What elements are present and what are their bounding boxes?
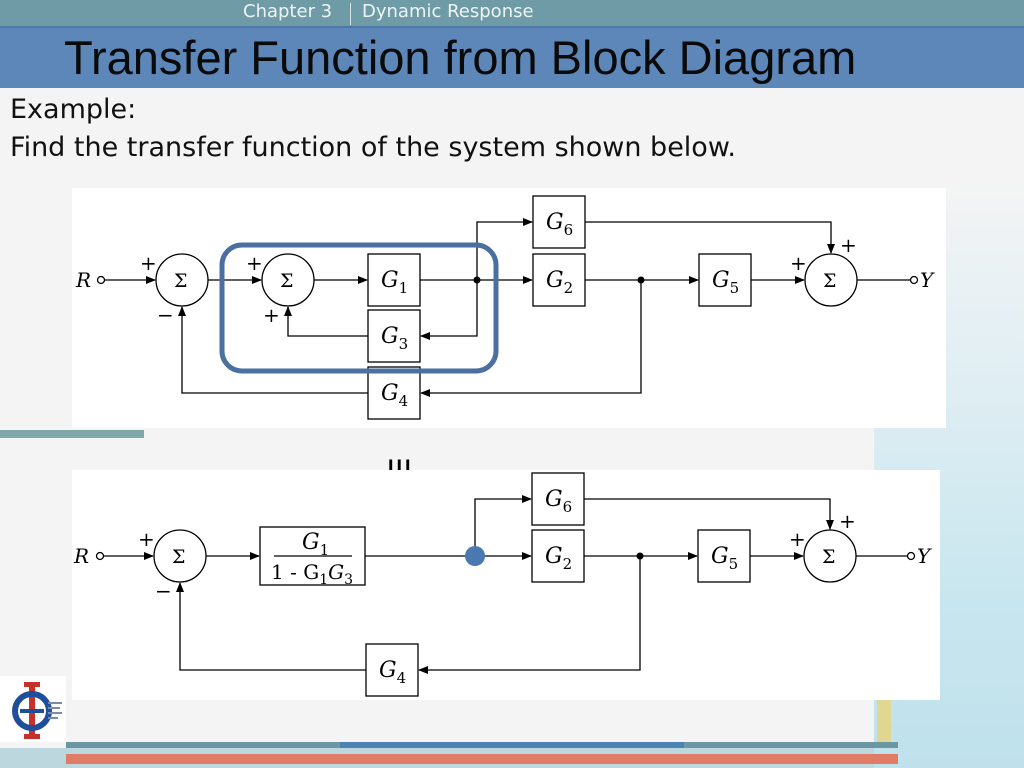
plus-sign: + [140,251,157,275]
problem-statement: Find the transfer function of the system… [10,132,737,163]
logo-emblem-icon [0,676,66,742]
reduced-numerator: G1 [302,530,329,559]
plus-sign: + [840,233,857,257]
slide-title: Transfer Function from Block Diagram [64,31,857,84]
decorative-accent [877,700,891,745]
footer-bar-accent [340,742,684,748]
block-g6-label: G6 [545,487,572,516]
highlight-box [219,242,499,374]
input-r-label: R [75,268,91,292]
original-block-diagram: R Y Σ Σ Σ + − + + + + G1 G2 G3 G4 G5 G6 [72,188,946,428]
header-separator [350,3,351,25]
pickoff-node-highlight [465,546,485,566]
plus-sign: + [138,527,155,551]
block-g5-label: G5 [711,544,738,573]
block-g2-label: G2 [545,544,572,573]
reduced-block-diagram: R Y Σ Σ + − + + G1 1 - G1G3 G2 G4 G5 G6 [72,470,940,700]
sum-junction-3: Σ [822,546,835,568]
output-y-label: Y [920,268,935,292]
sum-junction-1: Σ [172,546,185,568]
sum-junction-2: Σ [280,270,293,292]
plus-sign: + [839,509,856,533]
block-g4-label: G4 [381,381,408,410]
sum-junction-3: Σ [823,270,836,292]
chapter-label: Chapter 3 [243,1,333,22]
block-g5-label: G5 [712,268,739,297]
block-g6-label: G6 [546,210,573,239]
minus-sign: − [155,579,172,603]
reduced-diagram-svg: R Y Σ Σ + − + + G1 1 - G1G3 G2 G4 G5 G6 [73,472,932,697]
decorative-bar [0,430,144,438]
block-g2-label: G2 [546,268,573,297]
minus-sign: − [157,303,174,327]
section-label: Dynamic Response [362,1,534,22]
block-g1-label: G1 [381,268,408,297]
header-bar [0,0,1024,26]
college-logo [0,676,66,742]
input-r-label: R [73,544,89,568]
reduced-denominator: 1 - G1G3 [271,560,353,588]
plus-sign: + [789,527,806,551]
output-y-label: Y [917,544,932,568]
plus-sign: + [263,303,280,327]
footer-stripe [66,754,898,764]
example-label: Example: [10,94,137,125]
title-bar [0,26,1024,88]
plus-sign: + [246,251,263,275]
block-g4-label: G4 [379,658,406,687]
sum-junction-1: Σ [174,270,187,292]
block-g3-label: G3 [381,324,408,353]
original-diagram-svg: R Y Σ Σ Σ + − + + + + G1 G2 G3 G4 G5 G6 [75,195,935,420]
plus-sign: + [790,251,807,275]
